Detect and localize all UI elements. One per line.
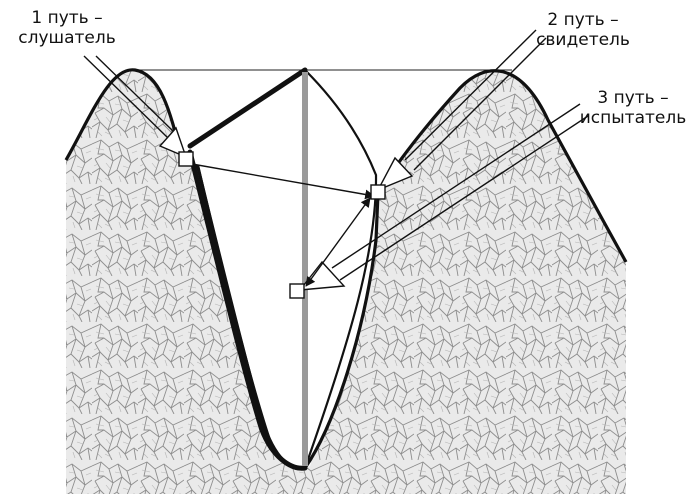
label-path-2-line1: 2 путь – [547, 10, 619, 30]
pointer-arrow-2 [376, 29, 547, 192]
point-1-listener [178, 151, 194, 167]
label-path-1: 1 путь – слушатель [4, 8, 130, 48]
label-path-2-line2: свидетель [536, 30, 630, 50]
arrow-point2-to-point3 [305, 197, 371, 287]
point-3-tester [289, 283, 305, 299]
valley-right-edge [303, 69, 378, 469]
label-path-1-line2: слушатель [18, 28, 116, 48]
point-2-witness [370, 184, 386, 200]
label-path-3-line2: испытатель [579, 108, 687, 128]
valley-body [190, 70, 377, 468]
label-path-1-line1: 1 путь – [31, 8, 103, 28]
valley-top-ridge [187, 67, 308, 149]
pointer-arrow-1 [83, 55, 188, 159]
label-path-2: 2 путь – свидетель [520, 10, 646, 50]
terrain-outline [64, 68, 628, 471]
terrain-fill [66, 69, 626, 494]
valley-left-wall-inner [196, 164, 272, 441]
label-path-3: 3 путь – испытатель [568, 88, 698, 128]
arrow-point1-to-point2 [191, 163, 375, 200]
label-path-3-line1: 3 путь – [597, 88, 669, 108]
valley-left-wall [187, 149, 308, 471]
